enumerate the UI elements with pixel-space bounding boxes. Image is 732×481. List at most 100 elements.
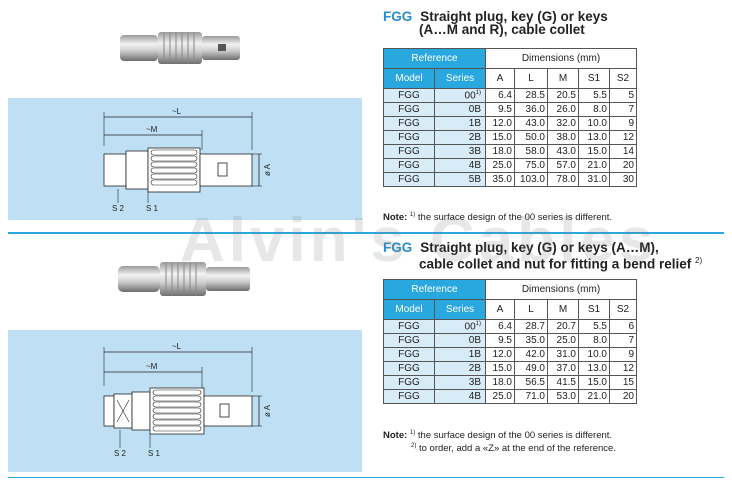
series-cell: 1B: [434, 116, 486, 131]
s2-cell: 9: [609, 347, 637, 362]
series-cell: 2B: [434, 130, 486, 145]
series-cell: 5B: [434, 172, 486, 187]
s2-cell-value: 6: [628, 321, 634, 332]
section-divider: [8, 232, 724, 234]
series-cell-value: 4B: [468, 391, 481, 402]
a-cell: 6.4: [485, 88, 515, 103]
header-reference-2: Reference: [383, 279, 486, 300]
l-cell-value: 43.0: [525, 118, 545, 129]
m-cell-value: 57.0: [556, 160, 576, 171]
plug-photo-2: [8, 240, 362, 330]
s1-cell: 8.0: [578, 333, 610, 348]
section1-note: Note: 1) the surface design of the 00 se…: [383, 210, 612, 223]
header-dimensions-2: Dimensions (mm): [485, 279, 637, 300]
l-cell: 71.0: [514, 389, 548, 404]
a-cell-value: 18.0: [492, 146, 512, 157]
model-cell-value: FGG: [398, 104, 420, 115]
l-cell-value: 71.0: [525, 391, 545, 402]
model-cell-value: FGG: [398, 349, 420, 360]
watermark-text: Alvin's Cables: [180, 206, 658, 275]
m-cell-value: 38.0: [556, 132, 576, 143]
dimension-drawing-2: ~L ~M ø A S 2 S 1: [8, 330, 362, 472]
s2-cell-value: 14: [622, 146, 634, 157]
l-cell: 75.0: [514, 158, 548, 173]
a-cell: 6.4: [485, 319, 515, 334]
note2-2-sup: 2): [411, 443, 417, 450]
col-S2: S2: [609, 68, 637, 89]
s2-cell-value: 9: [628, 349, 634, 360]
s2-cell: 7: [609, 333, 637, 348]
series-cell-value: 2B: [468, 363, 481, 374]
s2-cell: 14: [609, 144, 637, 159]
dim2-A-label: ø A: [263, 404, 272, 417]
model-cell: FGG: [383, 144, 435, 159]
s1-cell: 15.0: [578, 144, 610, 159]
model-cell-value: FGG: [398, 118, 420, 129]
s2-cell: 6: [609, 319, 637, 334]
series-cell-value: 4B: [468, 160, 481, 171]
m-cell: 43.0: [547, 144, 579, 159]
s1-cell-value: 15.0: [587, 377, 607, 388]
a-cell-value: 9.5: [498, 335, 512, 346]
s1-cell-value: 21.0: [587, 391, 607, 402]
a-cell: 18.0: [485, 144, 515, 159]
s2-cell: 12: [609, 361, 637, 376]
series-cell-value: 1B: [468, 349, 481, 360]
note2-line1: Note: 1) the surface design of the 00 se…: [383, 428, 616, 441]
m-cell: 26.0: [547, 102, 579, 117]
model-cell-value: FGG: [398, 321, 420, 332]
l-cell-value: 58.0: [525, 146, 545, 157]
col2-S2: S2: [609, 299, 637, 320]
l-cell-value: 49.0: [525, 363, 545, 374]
s2-cell-value: 9: [628, 118, 634, 129]
section1-title-line2: (A…M and R), cable collet: [419, 22, 585, 37]
s1-cell-value: 31.0: [587, 174, 607, 185]
m-cell-value: 26.0: [556, 104, 576, 115]
m-cell-value: 53.0: [556, 391, 576, 402]
note1-sup: 1): [409, 212, 416, 218]
section2-title-line1: Straight plug, key (G) or keys (A…M),: [420, 240, 659, 255]
series-cell-value: 3B: [468, 377, 481, 388]
l-cell: 28.5: [514, 88, 548, 103]
dim-M-label: ~M: [146, 125, 158, 134]
s2-cell: 20: [609, 158, 637, 173]
series-cell: 2B: [434, 361, 486, 376]
m-cell: 20.5: [547, 88, 579, 103]
note1-text: the surface design of the 00 series is d…: [417, 212, 613, 224]
model-cell: FGG: [383, 389, 435, 404]
s1-cell: 13.0: [578, 361, 610, 376]
l-cell: 103.0: [514, 172, 548, 187]
section1-images: ~L ~M ø A S 2 S 1: [8, 2, 362, 220]
s2-cell-value: 12: [622, 132, 634, 143]
series-cell-value: 3B: [468, 146, 481, 157]
s1-cell-value: 5.5: [593, 90, 607, 101]
s2-cell-value: 7: [628, 335, 634, 346]
dimension-drawing: ~L ~M ø A S 2 S 1: [8, 98, 362, 220]
model-cell-value: FGG: [398, 377, 420, 388]
m-cell: 25.0: [547, 333, 579, 348]
s2-cell: 15: [609, 375, 637, 390]
m-cell: 38.0: [547, 130, 579, 145]
s2-cell: 30: [609, 172, 637, 187]
model-cell-value: FGG: [398, 363, 420, 374]
m-cell-value: 31.0: [556, 349, 576, 360]
s2-cell: 7: [609, 102, 637, 117]
note2-2-text: to order, add a «Z» at the end of the re…: [418, 443, 616, 455]
col-model: Model: [383, 68, 435, 89]
s1-cell-value: 13.0: [587, 132, 607, 143]
dimension-drawing-2-art: ~L ~M ø A S 2 S 1: [103, 342, 272, 458]
m-cell-value: 20.7: [556, 321, 576, 332]
section1-dimensions-table: Reference Dimensions (mm) Model Series A…: [383, 48, 637, 187]
m-cell-value: 25.0: [556, 335, 576, 346]
s1-cell-value: 10.0: [587, 118, 607, 129]
series-footnote: 1): [475, 89, 481, 96]
model-cell: FGG: [383, 347, 435, 362]
series-cell: 4B: [434, 158, 486, 173]
s2-cell: 5: [609, 88, 637, 103]
a-cell: 12.0: [485, 116, 515, 131]
